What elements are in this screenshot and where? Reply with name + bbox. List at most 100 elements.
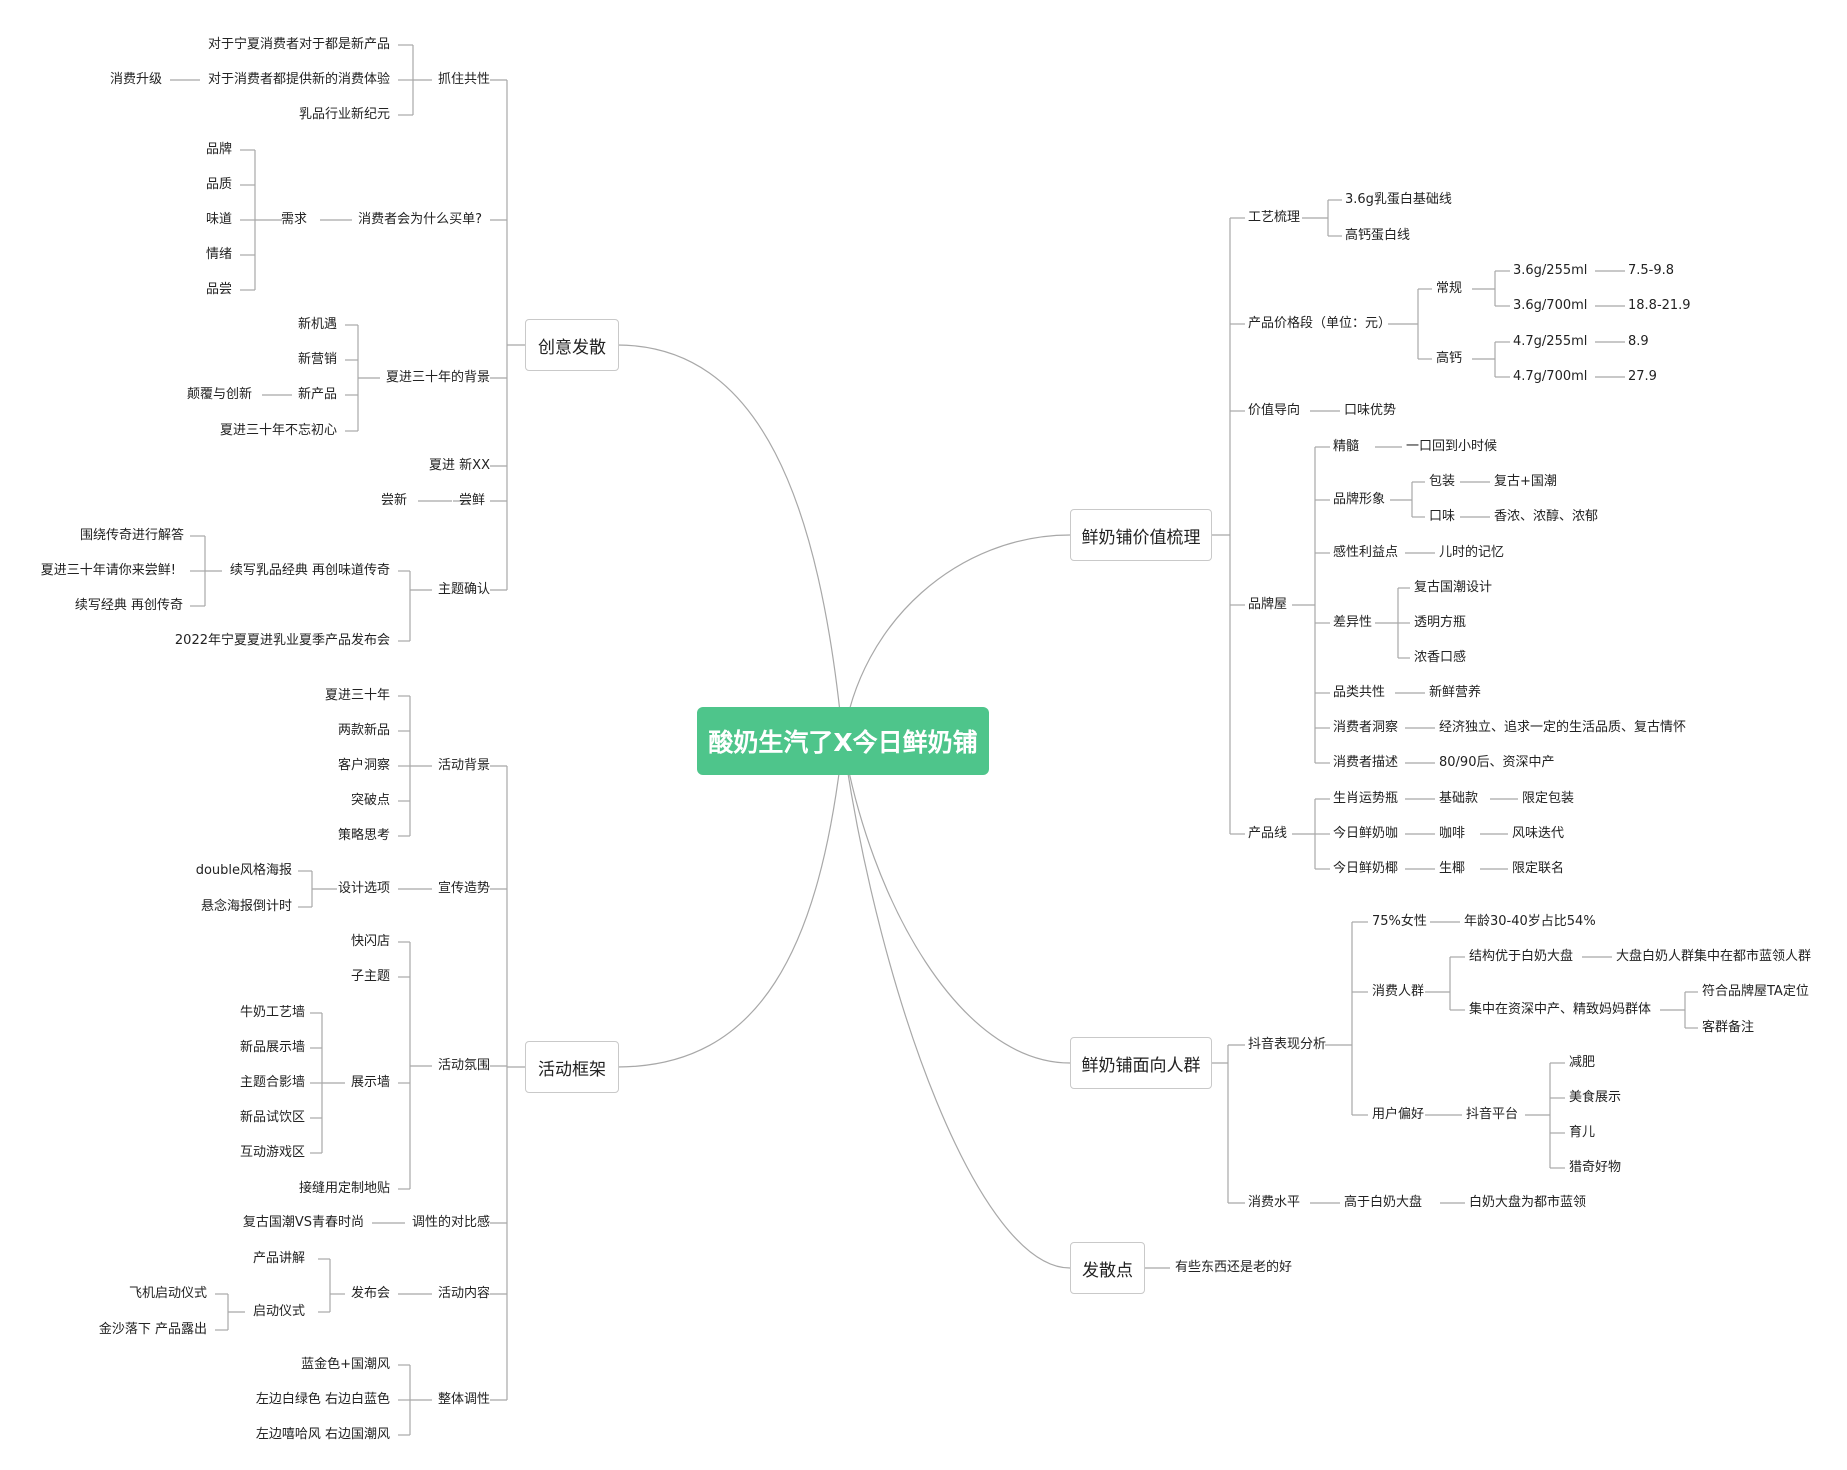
node-need[interactable]: 需求 — [280, 212, 307, 227]
node-flavor-1[interactable]: 香浓、浓醇、浓郁 — [1494, 509, 1599, 524]
node-essence[interactable]: 精髓 — [1333, 439, 1360, 454]
node-crowd-1a[interactable]: 大盘白奶人群集中在都市蓝领人群 — [1616, 949, 1812, 964]
node-bg-1[interactable]: 新机遇 — [297, 317, 337, 332]
node-crowd-2[interactable]: 集中在资深中产、精致妈妈群体 — [1469, 1002, 1652, 1017]
node-launch[interactable]: 发布会 — [350, 1286, 390, 1301]
node-wall-5[interactable]: 互动游戏区 — [239, 1145, 305, 1160]
node-essence-1[interactable]: 一口回到小时候 — [1406, 439, 1498, 454]
node-grasp-3[interactable]: 乳品行业新纪元 — [298, 107, 390, 122]
node-emotional-1[interactable]: 儿时的记忆 — [1439, 545, 1505, 560]
node-ab-2[interactable]: 两款新品 — [337, 723, 390, 738]
node-promo[interactable]: 宣传造势 — [437, 881, 490, 896]
node-regular[interactable]: 常规 — [1436, 281, 1463, 296]
node-wall-4[interactable]: 新品试饮区 — [239, 1110, 305, 1125]
node-craft-2[interactable]: 高钙蛋白线 — [1345, 228, 1411, 243]
node-theme-1[interactable]: 续写乳品经典 再创味道传奇 — [229, 563, 390, 578]
node-insight-1[interactable]: 经济独立、追求一定的生活品质、复古情怀 — [1439, 720, 1687, 735]
node-describe[interactable]: 消费者描述 — [1333, 755, 1399, 770]
node-emotional[interactable]: 感性利益点 — [1333, 545, 1399, 560]
node-line-3[interactable]: 今日鲜奶椰 — [1333, 861, 1399, 876]
node-price-1-value[interactable]: 7.5-9.8 — [1628, 263, 1675, 278]
node-female[interactable]: 75%女性 — [1372, 914, 1427, 929]
main-topic-value[interactable]: 鲜奶铺价值梳理 — [1070, 509, 1212, 561]
node-package-1[interactable]: 复古+国潮 — [1494, 474, 1557, 489]
node-activity-bg[interactable]: 活动背景 — [437, 758, 490, 773]
node-design[interactable]: 设计选项 — [337, 881, 390, 896]
node-preference[interactable]: 用户偏好 — [1372, 1107, 1425, 1122]
node-tone[interactable]: 整体调性 — [437, 1392, 490, 1407]
node-price-3[interactable]: 4.7g/255ml — [1513, 334, 1588, 349]
node-tone-1[interactable]: 蓝金色+国潮风 — [301, 1357, 390, 1372]
node-price-3-value[interactable]: 8.9 — [1628, 334, 1649, 349]
node-female-1[interactable]: 年龄30-40岁占比54% — [1464, 914, 1596, 929]
node-ceremony-1[interactable]: 飞机启动仪式 — [128, 1286, 207, 1301]
node-old-is-good[interactable]: 有些东西还是老的好 — [1175, 1260, 1293, 1275]
node-bg-3a[interactable]: 颠覆与创新 — [186, 387, 252, 402]
node-high-calcium[interactable]: 高钙 — [1436, 351, 1463, 366]
node-line-2b[interactable]: 风味迭代 — [1512, 826, 1565, 841]
node-price[interactable]: 产品价格段（单位：元） — [1248, 316, 1392, 331]
node-line-2[interactable]: 今日鲜奶咖 — [1333, 826, 1399, 841]
node-bg30[interactable]: 夏进三十年的背景 — [385, 370, 490, 385]
node-diff-2[interactable]: 透明方瓶 — [1414, 615, 1467, 630]
node-bg-4[interactable]: 夏进三十年不忘初心 — [219, 423, 337, 438]
node-pref-4[interactable]: 猎奇好物 — [1569, 1160, 1622, 1175]
node-launch-1[interactable]: 产品讲解 — [252, 1251, 305, 1266]
node-line-1[interactable]: 生肖运势瓶 — [1333, 791, 1399, 806]
node-ab-5[interactable]: 策略思考 — [337, 828, 390, 843]
node-platform[interactable]: 抖音平台 — [1466, 1107, 1519, 1122]
main-topic-framework[interactable]: 活动框架 — [525, 1041, 619, 1093]
node-level-1[interactable]: 高于白奶大盘 — [1344, 1195, 1423, 1210]
main-topic-audience[interactable]: 鲜奶铺面向人群 — [1070, 1037, 1212, 1089]
node-bg-2[interactable]: 新营销 — [297, 352, 337, 367]
node-xiajin[interactable]: 夏进 新XX — [429, 458, 490, 473]
node-category-common[interactable]: 品类共性 — [1333, 685, 1386, 700]
node-line-3a[interactable]: 生椰 — [1439, 861, 1466, 876]
node-contrast-1[interactable]: 复古国潮VS青春时尚 — [242, 1215, 364, 1230]
node-tone-2[interactable]: 左边白绿色 右边白蓝色 — [255, 1392, 390, 1407]
node-theme-1c[interactable]: 续写经典 再创传奇 — [74, 598, 183, 613]
node-brand-image[interactable]: 品牌形象 — [1333, 492, 1386, 507]
node-price-2-value[interactable]: 18.8-21.9 — [1628, 298, 1691, 313]
node-line-2a[interactable]: 咖啡 — [1439, 826, 1466, 841]
node-package[interactable]: 包装 — [1429, 474, 1456, 489]
node-contrast[interactable]: 调性的对比感 — [411, 1215, 490, 1230]
node-ab-3[interactable]: 客户洞察 — [337, 758, 390, 773]
node-line-1b[interactable]: 限定包装 — [1522, 791, 1575, 806]
node-atmos-3[interactable]: 接缝用定制地贴 — [298, 1181, 390, 1196]
node-grasp-2[interactable]: 对于消费者都提供新的消费体验 — [207, 72, 390, 87]
node-crowd-2b[interactable]: 客群备注 — [1702, 1020, 1755, 1035]
node-price-1[interactable]: 3.6g/255ml — [1513, 263, 1588, 278]
node-crowd-1[interactable]: 结构优于白奶大盘 — [1469, 949, 1574, 964]
node-need-try[interactable]: 品尝 — [205, 282, 232, 297]
node-atmos-2[interactable]: 子主题 — [350, 969, 390, 984]
node-need-taste[interactable]: 味道 — [205, 212, 232, 227]
node-diff-3[interactable]: 浓香口感 — [1414, 650, 1467, 665]
node-level[interactable]: 消费水平 — [1248, 1195, 1301, 1210]
node-grasp[interactable]: 抓住共性 — [437, 72, 490, 87]
node-ab-4[interactable]: 突破点 — [350, 793, 390, 808]
node-content[interactable]: 活动内容 — [437, 1286, 490, 1301]
node-diff-1[interactable]: 复古国潮设计 — [1414, 580, 1493, 595]
node-craft-1[interactable]: 3.6g乳蛋白基础线 — [1345, 192, 1452, 207]
node-taste-new[interactable]: 尝新 — [380, 493, 407, 508]
main-topic-creative[interactable]: 创意发散 — [525, 319, 619, 371]
node-wall-1[interactable]: 牛奶工艺墙 — [239, 1005, 305, 1020]
node-bg-3[interactable]: 新产品 — [297, 387, 337, 402]
node-price-4-value[interactable]: 27.9 — [1628, 369, 1657, 384]
node-need-brand[interactable]: 品牌 — [205, 142, 232, 157]
node-value-guide-1[interactable]: 口味优势 — [1344, 403, 1397, 418]
node-crowd[interactable]: 消费人群 — [1372, 984, 1425, 999]
root-topic[interactable]: 酸奶生汽了X今日鲜奶铺 — [697, 707, 989, 775]
node-need-emotion[interactable]: 情绪 — [205, 247, 232, 262]
node-atmos-1[interactable]: 快闪店 — [350, 934, 390, 949]
node-price-2[interactable]: 3.6g/700ml — [1513, 298, 1588, 313]
node-douyin[interactable]: 抖音表现分析 — [1248, 1037, 1327, 1052]
node-value-guide[interactable]: 价值导向 — [1248, 403, 1301, 418]
node-design-2[interactable]: 悬念海报倒计时 — [200, 899, 292, 914]
node-tone-3[interactable]: 左边嘻哈风 右边国潮风 — [255, 1427, 390, 1442]
node-theme-1a[interactable]: 围绕传奇进行解答 — [79, 528, 184, 543]
node-pref-3[interactable]: 育儿 — [1569, 1125, 1596, 1140]
node-ceremony-2[interactable]: 金沙落下 产品露出 — [98, 1322, 207, 1337]
node-theme-2[interactable]: 2022年宁夏夏进乳业夏季产品发布会 — [174, 633, 390, 648]
